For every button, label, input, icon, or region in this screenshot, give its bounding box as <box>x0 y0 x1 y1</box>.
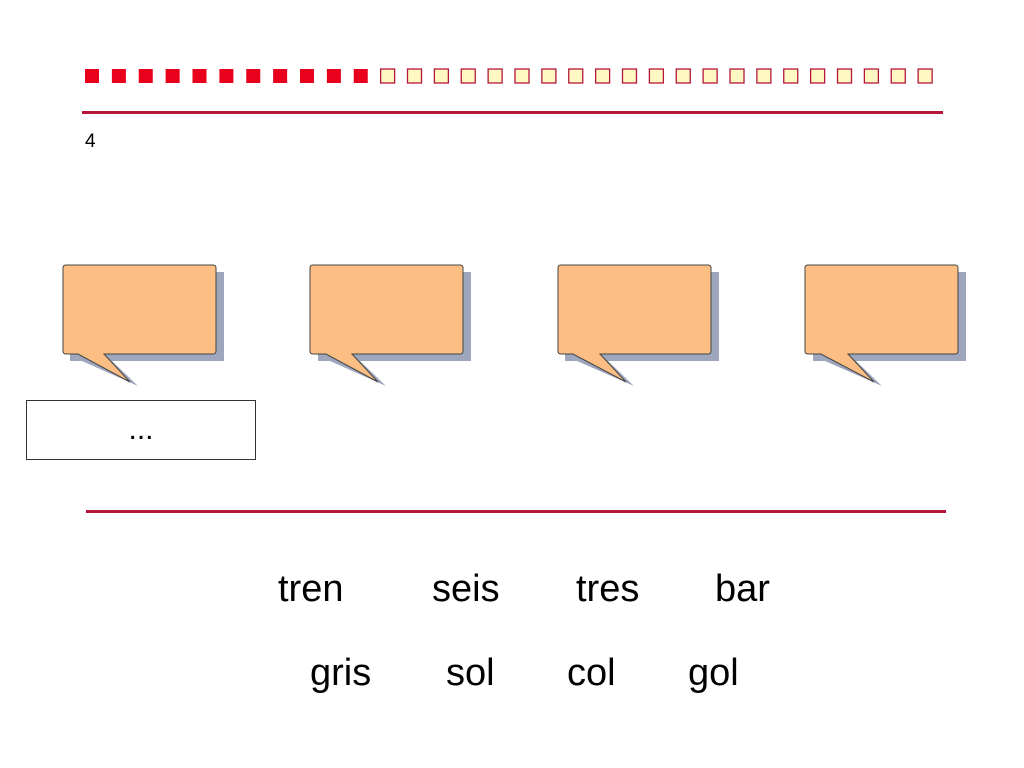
progress-square-empty <box>594 68 611 84</box>
speech-bubble-2[interactable] <box>309 264 471 386</box>
progress-square-empty <box>702 68 718 84</box>
bottom-divider <box>86 510 946 513</box>
progress-square-filled <box>353 69 368 83</box>
word-bank-row-2: gris sol col gol <box>0 648 1024 698</box>
progress-square-filled <box>192 69 207 83</box>
progress-square-empty <box>675 68 691 84</box>
answer-box[interactable]: ... <box>26 400 256 460</box>
progress-square-empty <box>433 68 450 84</box>
progress-square-filled <box>138 69 153 83</box>
progress-square-filled <box>111 69 126 83</box>
word-sol[interactable]: sol <box>446 652 495 694</box>
progress-indicator <box>85 68 933 84</box>
progress-square-filled <box>219 69 234 83</box>
progress-square-empty <box>487 68 503 84</box>
progress-square-empty <box>783 68 799 84</box>
speech-bubbles <box>62 264 966 386</box>
word-bar[interactable]: bar <box>715 568 770 610</box>
progress-square-empty <box>756 68 772 84</box>
progress-square-empty <box>406 68 423 84</box>
progress-square-empty <box>863 68 880 84</box>
word-tren[interactable]: tren <box>278 568 344 610</box>
progress-square-empty <box>809 68 826 84</box>
progress-square-filled <box>246 69 261 83</box>
progress-square-empty <box>379 68 396 84</box>
word-bank-row-1: tren seis tres bar <box>0 564 1024 614</box>
word-tres[interactable]: tres <box>576 568 640 610</box>
progress-square-filled <box>273 69 288 83</box>
answer-placeholder: ... <box>128 413 154 446</box>
speech-bubble-1[interactable] <box>62 264 224 386</box>
speech-bubble-4[interactable] <box>804 264 966 386</box>
progress-square-empty <box>729 68 745 84</box>
progress-square-filled <box>165 69 180 83</box>
word-gol[interactable]: gol <box>688 652 739 694</box>
progress-square-filled <box>85 69 99 83</box>
progress-square-filled <box>326 69 341 83</box>
progress-square-empty <box>890 68 906 84</box>
progress-square-empty <box>648 68 665 84</box>
progress-square-empty <box>514 68 530 84</box>
progress-square-empty <box>460 68 476 84</box>
top-divider <box>82 111 943 114</box>
word-seis[interactable]: seis <box>432 568 500 610</box>
progress-square-empty <box>621 68 638 84</box>
slide-number: 4 <box>85 131 96 152</box>
word-col[interactable]: col <box>567 652 616 694</box>
word-gris[interactable]: gris <box>310 652 372 694</box>
progress-square-empty <box>917 68 933 84</box>
progress-square-empty <box>568 68 584 84</box>
progress-square-empty <box>541 68 557 84</box>
progress-square-empty <box>836 68 853 84</box>
progress-square-filled <box>300 69 314 83</box>
speech-bubble-3[interactable] <box>557 264 719 386</box>
